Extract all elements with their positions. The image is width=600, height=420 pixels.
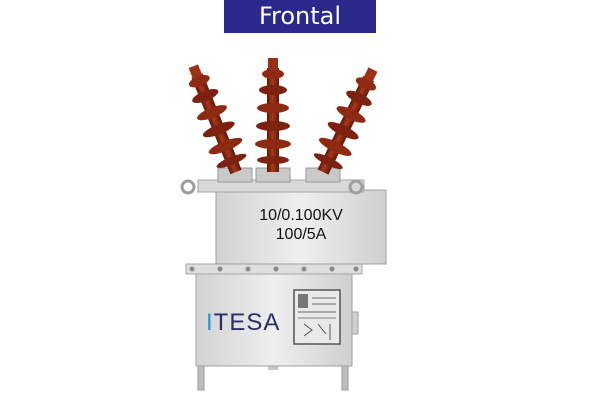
bushing-bases — [217, 167, 341, 183]
nameplate — [293, 289, 341, 345]
brand-logo-text: TESA — [213, 309, 281, 336]
current-rating: 100/5A — [275, 226, 327, 243]
view-title-banner: Frontal — [224, 0, 376, 33]
left-bushing — [188, 64, 247, 175]
center-bushing — [255, 58, 291, 172]
voltage-rating: 10/0.100KV — [259, 207, 343, 224]
upper-tank — [180, 179, 387, 265]
right-bushing — [313, 67, 378, 175]
brand-logo-accent: I — [206, 309, 214, 336]
brand-logo: ITESA — [206, 309, 280, 337]
rating-label: 10/0.100KV 100/5A — [218, 206, 384, 244]
